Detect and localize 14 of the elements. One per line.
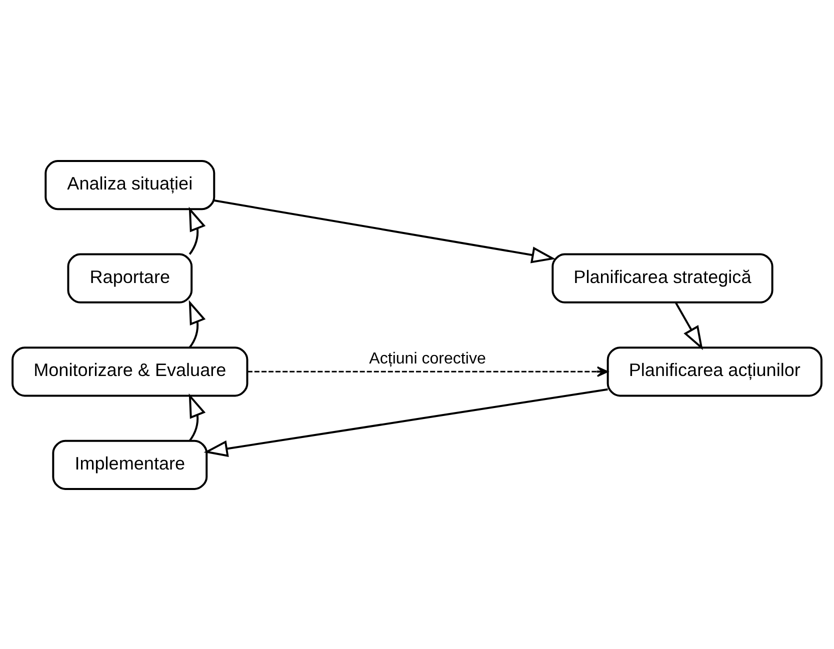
arrow — [188, 300, 206, 348]
arrow — [675, 302, 703, 350]
node-box: Implementare — [52, 439, 208, 490]
node-box: Raportare — [67, 252, 193, 303]
node-box: Planificarea strategică — [552, 252, 774, 303]
node-box: Planificarea acțiunilor — [606, 346, 822, 396]
node-box: Monitorizare & Evaluare — [12, 346, 248, 396]
arrow — [188, 392, 206, 441]
arrow — [204, 388, 608, 456]
edge-label: Acțiuni corective — [369, 348, 486, 367]
arrow — [188, 206, 206, 254]
node-box: Analiza situației — [44, 160, 216, 210]
arrow — [214, 199, 556, 263]
arrow — [248, 366, 608, 376]
